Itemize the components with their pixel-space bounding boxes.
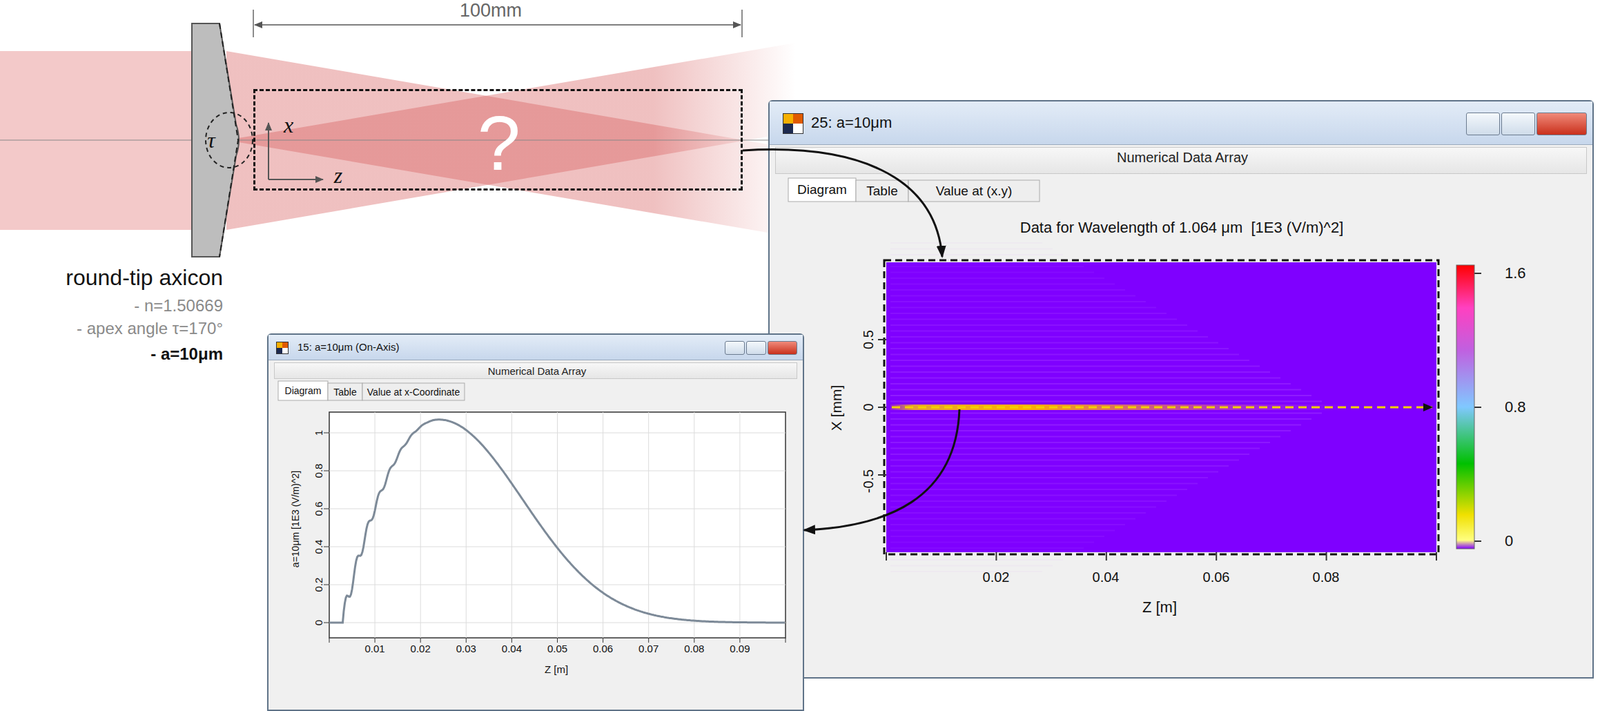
window-button [1466,112,1500,136]
window-button [1501,112,1536,136]
lower-beam-half [226,42,796,230]
dimension-tick [252,9,255,38]
panel-title: Numerical Data Array [1116,149,1248,166]
axicon-cone-outline [219,23,239,257]
axicon-body [191,23,239,257]
axis-label: 0.08 [1312,569,1340,586]
x-axis-arrow [267,122,270,180]
annotation: - n=1.50669 [133,296,223,316]
axis-label: 0.5 [860,329,877,350]
axis-label: Diagram [797,182,847,198]
dimension-tick [741,9,743,38]
axis-label: 1 [312,430,325,436]
axis-label: Value at x-Coordinate [367,386,460,398]
axis-label: 0.2 [312,577,325,593]
axis-label: 0 [312,619,325,626]
axis-label: 0 [860,403,877,411]
annotation: z [334,162,343,189]
tip-circle [205,112,253,168]
axis-label: Table [333,386,357,398]
panel-title: Numerical Data Array [488,365,587,377]
question-mark: ? [477,99,521,189]
axis-label: 0.06 [592,642,613,655]
axis-label: a=10μm [1E3 (V/m)^2] [289,470,301,568]
axis-label: 0.01 [364,642,385,655]
region-box: ? [253,89,743,191]
axis-label: Diagram [285,385,322,397]
z-axis-arrow [268,178,324,181]
axis-label: 0.05 [547,642,568,655]
annotation: - a=10μm [150,344,223,364]
axis-label: 0.08 [684,642,705,655]
window-icon [782,113,804,134]
axis-label: 0.03 [456,642,477,655]
window-button [746,340,767,355]
axis-label: 0.04 [1092,569,1120,586]
axis-label: Table [866,183,898,199]
close-button [1536,112,1587,136]
axis-label: Data for Wavelength of 1.064 μm [1E3 (V/… [1020,218,1344,237]
axis-label: 0.02 [410,642,431,655]
annotation: τ [207,127,215,154]
axis-label: Z [m] [1142,598,1177,616]
annotation: - apex angle τ=170° [76,318,223,339]
axis-label: Value at (x.y) [935,183,1013,199]
annotation: 100mm [459,0,522,22]
window-button [724,340,745,355]
optical-axis [0,139,796,141]
window-title: 15: a=10μm (On-Axis) [297,340,399,353]
axis-label: 0.07 [638,642,659,655]
axis-label: 0.04 [501,642,522,655]
close-button [767,340,798,355]
axis-label: 0.4 [312,539,325,555]
axis-label: 0.8 [312,463,325,479]
annotation: round-tip axicon [65,265,223,291]
annotation: x [283,112,294,139]
axis-label: 0.06 [1203,569,1231,586]
axis-label: X [mm] [828,385,845,432]
axis-label: 0.6 [312,501,325,517]
window-icon [276,341,289,355]
axis-label: 0 [1504,532,1514,550]
axis-label: 1.6 [1504,264,1527,282]
window-title: 25: a=10μm [811,113,892,132]
axis-label: -0.5 [860,469,877,493]
axis-label: 0.8 [1504,398,1527,416]
axis-label: 0.02 [982,569,1010,586]
dimension-line [254,24,741,26]
axis-label: Z [m] [544,663,569,676]
axis-label: 0.09 [729,642,750,655]
